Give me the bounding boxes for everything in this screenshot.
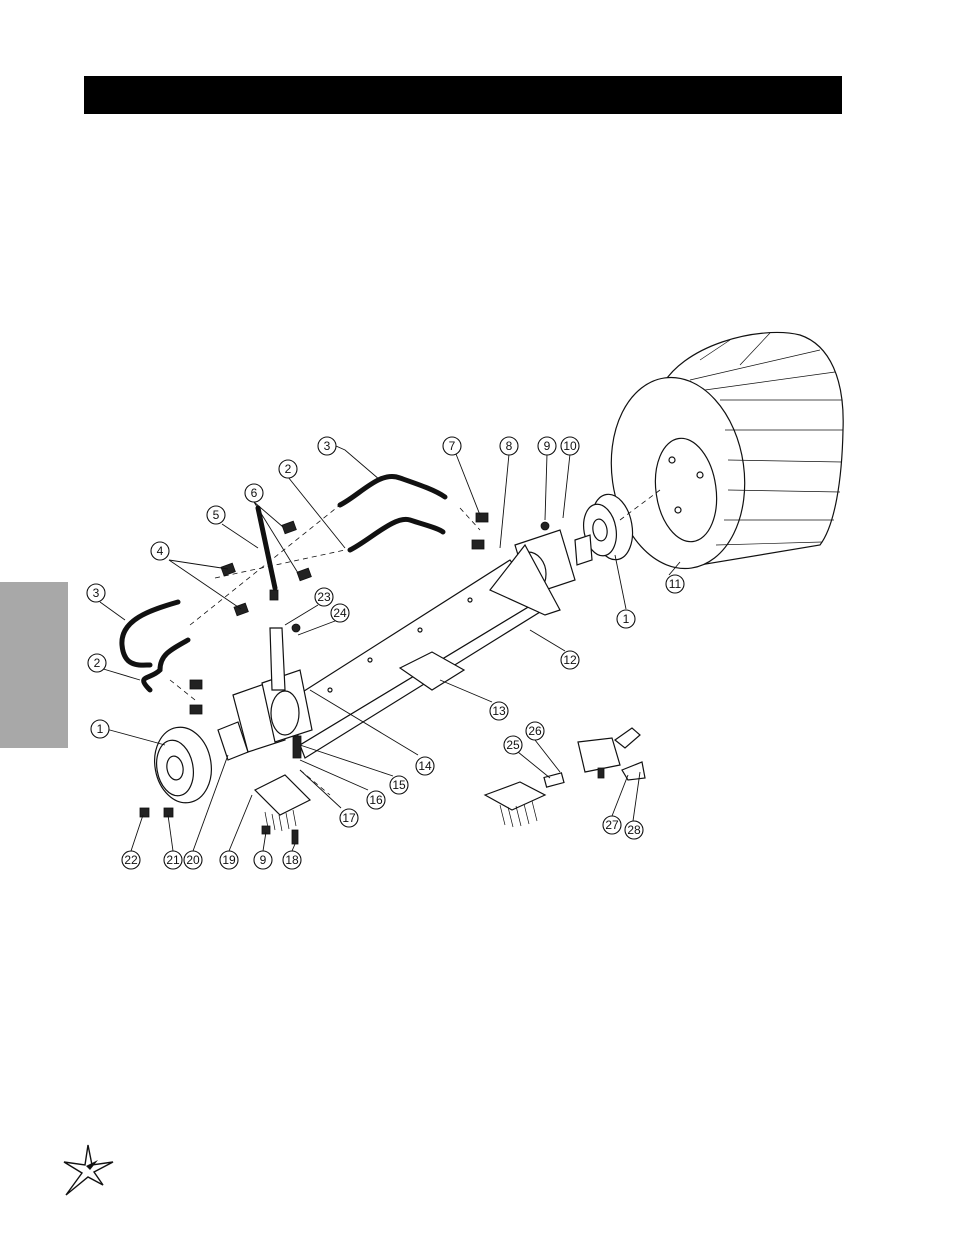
callout-1-left: 1 — [90, 719, 110, 739]
callout-25: 25 — [503, 735, 523, 755]
callout-12: 12 — [560, 650, 580, 670]
callout-10-label: 10 — [563, 439, 577, 453]
callout-17: 17 — [339, 808, 359, 828]
callout-2-upper-label: 2 — [285, 462, 292, 476]
callout-1-right-label: 1 — [623, 612, 630, 626]
leader-lines — [99, 445, 681, 852]
callout-9-upper-label: 9 — [544, 439, 551, 453]
callout-15-label: 15 — [392, 778, 406, 792]
callout-23: 23 — [314, 587, 334, 607]
hoses — [119, 473, 448, 693]
callout-6-label: 6 — [251, 486, 258, 500]
callout-13-label: 13 — [492, 704, 506, 718]
callout-25-label: 25 — [506, 738, 520, 752]
callout-8-label: 8 — [506, 439, 513, 453]
callout-7-label: 7 — [449, 439, 456, 453]
fittings — [189, 512, 550, 759]
callout-9-lower-label: 9 — [260, 853, 267, 867]
callout-28-label: 28 — [627, 823, 641, 837]
callout-13: 13 — [489, 701, 509, 721]
callout-23-label: 23 — [317, 590, 331, 604]
callout-8: 8 — [499, 436, 519, 456]
callout-27: 27 — [602, 815, 622, 835]
callout-27-label: 27 — [605, 818, 619, 832]
callout-1-left-label: 1 — [97, 722, 104, 736]
callout-15: 15 — [389, 775, 409, 795]
callout-3-lower: 3 — [86, 583, 106, 603]
mounting-plate — [398, 651, 466, 691]
callout-3-upper: 3 — [317, 436, 337, 456]
callout-11: 11 — [665, 574, 685, 594]
callout-28: 28 — [624, 820, 644, 840]
callout-3-lower-label: 3 — [93, 586, 100, 600]
callout-5-label: 5 — [213, 508, 220, 522]
callout-19-label: 19 — [222, 853, 236, 867]
right-hub — [583, 489, 661, 561]
callout-16-label: 16 — [369, 793, 383, 807]
callout-20-label: 20 — [186, 853, 200, 867]
callout-22: 22 — [121, 850, 141, 870]
callout-20: 20 — [183, 850, 203, 870]
callout-12-label: 12 — [563, 653, 577, 667]
callout-19: 19 — [219, 850, 239, 870]
callout-2-lower: 2 — [87, 653, 107, 673]
section-tab — [0, 582, 68, 748]
left-hub — [154, 726, 212, 804]
right-motor — [489, 529, 593, 616]
header-bar — [84, 76, 842, 114]
callout-1-right: 1 — [616, 609, 636, 629]
callout-18-label: 18 — [285, 853, 299, 867]
dashed-guides — [169, 504, 481, 796]
callout-24: 24 — [330, 603, 350, 623]
star-burst-logo — [63, 1144, 114, 1196]
callout-2-lower-label: 2 — [94, 656, 101, 670]
callout-24-label: 24 — [333, 606, 347, 620]
callout-9-upper: 9 — [537, 436, 557, 456]
callout-4: 4 — [150, 541, 170, 561]
callout-6: 6 — [244, 483, 264, 503]
callout-22-label: 22 — [124, 853, 138, 867]
callout-2-upper: 2 — [278, 459, 298, 479]
callout-21: 21 — [163, 850, 183, 870]
callout-14: 14 — [415, 756, 435, 776]
callout-21-label: 21 — [166, 853, 180, 867]
callout-5: 5 — [206, 505, 226, 525]
callout-9-lower: 9 — [253, 850, 273, 870]
callout-7: 7 — [442, 436, 462, 456]
left-brush-holder — [139, 774, 312, 845]
left-motor — [217, 669, 313, 761]
callout-4-label: 4 — [157, 544, 164, 558]
callout-26-label: 26 — [528, 724, 542, 738]
callout-26: 26 — [525, 721, 545, 741]
callout-11-label: 11 — [669, 577, 682, 591]
callout-16: 16 — [366, 790, 386, 810]
callout-14-label: 14 — [418, 759, 432, 773]
callout-3-upper-label: 3 — [324, 439, 331, 453]
brush-drum — [610, 331, 844, 570]
callout-18: 18 — [282, 850, 302, 870]
callout-10: 10 — [560, 436, 580, 456]
callout-17-label: 17 — [342, 811, 356, 825]
